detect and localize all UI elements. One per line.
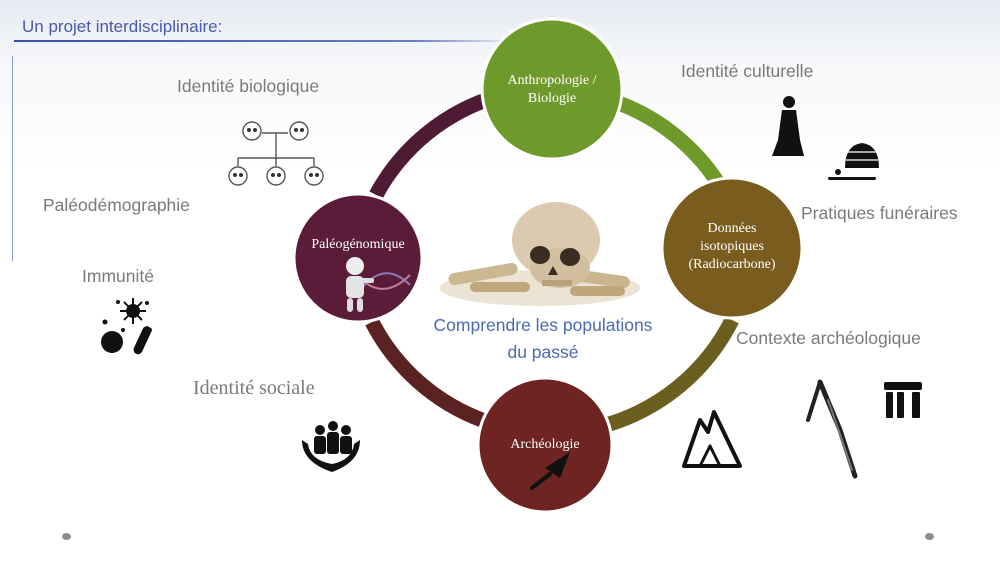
microbe-icon (101, 298, 152, 355)
seated-figure-icon (772, 96, 804, 156)
label-identite-biologique: Identité biologique (177, 76, 320, 96)
node-isotopes-circle (660, 176, 804, 320)
bone-tool-icon (806, 379, 858, 479)
node-isotopes: Données isotopiques (Radiocarbone) (662, 220, 802, 274)
mountains-icon (682, 410, 742, 468)
skull-bones-icon (440, 202, 640, 306)
arc-paleogenomique-anthropologie (369, 88, 501, 199)
label-contexte-archeologique: Contexte archéologique (736, 328, 921, 348)
trowel-icon (530, 452, 570, 490)
node-isotopes-line1: Données (707, 221, 757, 236)
node-paleogenomique: Paléogénomique (298, 236, 418, 254)
node-isotopes-line2: isotopiques (700, 239, 764, 254)
label-identite-culturelle: Identité culturelle (681, 61, 814, 81)
side-divider (12, 56, 13, 261)
node-archeologie-line1: Archéologie (510, 437, 580, 452)
center-text-line1: Comprendre les populations (433, 315, 653, 335)
label-pratiques-funeraires: Pratiques funéraires (801, 203, 958, 223)
burial-mound-icon (828, 143, 879, 180)
stonehenge-icon (884, 382, 922, 418)
center-text: Comprendre les populations du passé (398, 312, 688, 366)
bottom-right-dot (925, 533, 934, 540)
slide-title: Un projet interdisciplinaire: (22, 17, 223, 36)
dna-robot-icon (346, 257, 411, 312)
center-text-line2: du passé (507, 342, 579, 362)
node-isotopes-line3: (Radiocarbone) (688, 257, 776, 272)
label-immunite: Immunité (82, 266, 154, 286)
skull-pedigree-icon (228, 121, 324, 186)
node-anthropologie-circle (480, 17, 624, 161)
arc-archeologie-paleogenomique (365, 318, 485, 428)
label-identite-sociale: Identité sociale (193, 377, 315, 399)
bottom-left-dot (62, 533, 71, 540)
node-paleogenomique-line1: Paléogénomique (311, 237, 405, 252)
title-underline (14, 40, 514, 42)
arc-isotopes-archeologie (603, 316, 739, 433)
node-anthropologie-line2: Biologie (527, 91, 577, 106)
node-archeologie-circle (476, 376, 614, 514)
node-archeologie: Archéologie (480, 436, 610, 454)
label-paleodemographie: Paléodémographie (43, 195, 190, 215)
people-in-hands-icon (302, 421, 360, 472)
node-anthropologie-line1: Anthropologie / (507, 73, 597, 88)
node-anthropologie: Anthropologie / Biologie (482, 72, 622, 108)
